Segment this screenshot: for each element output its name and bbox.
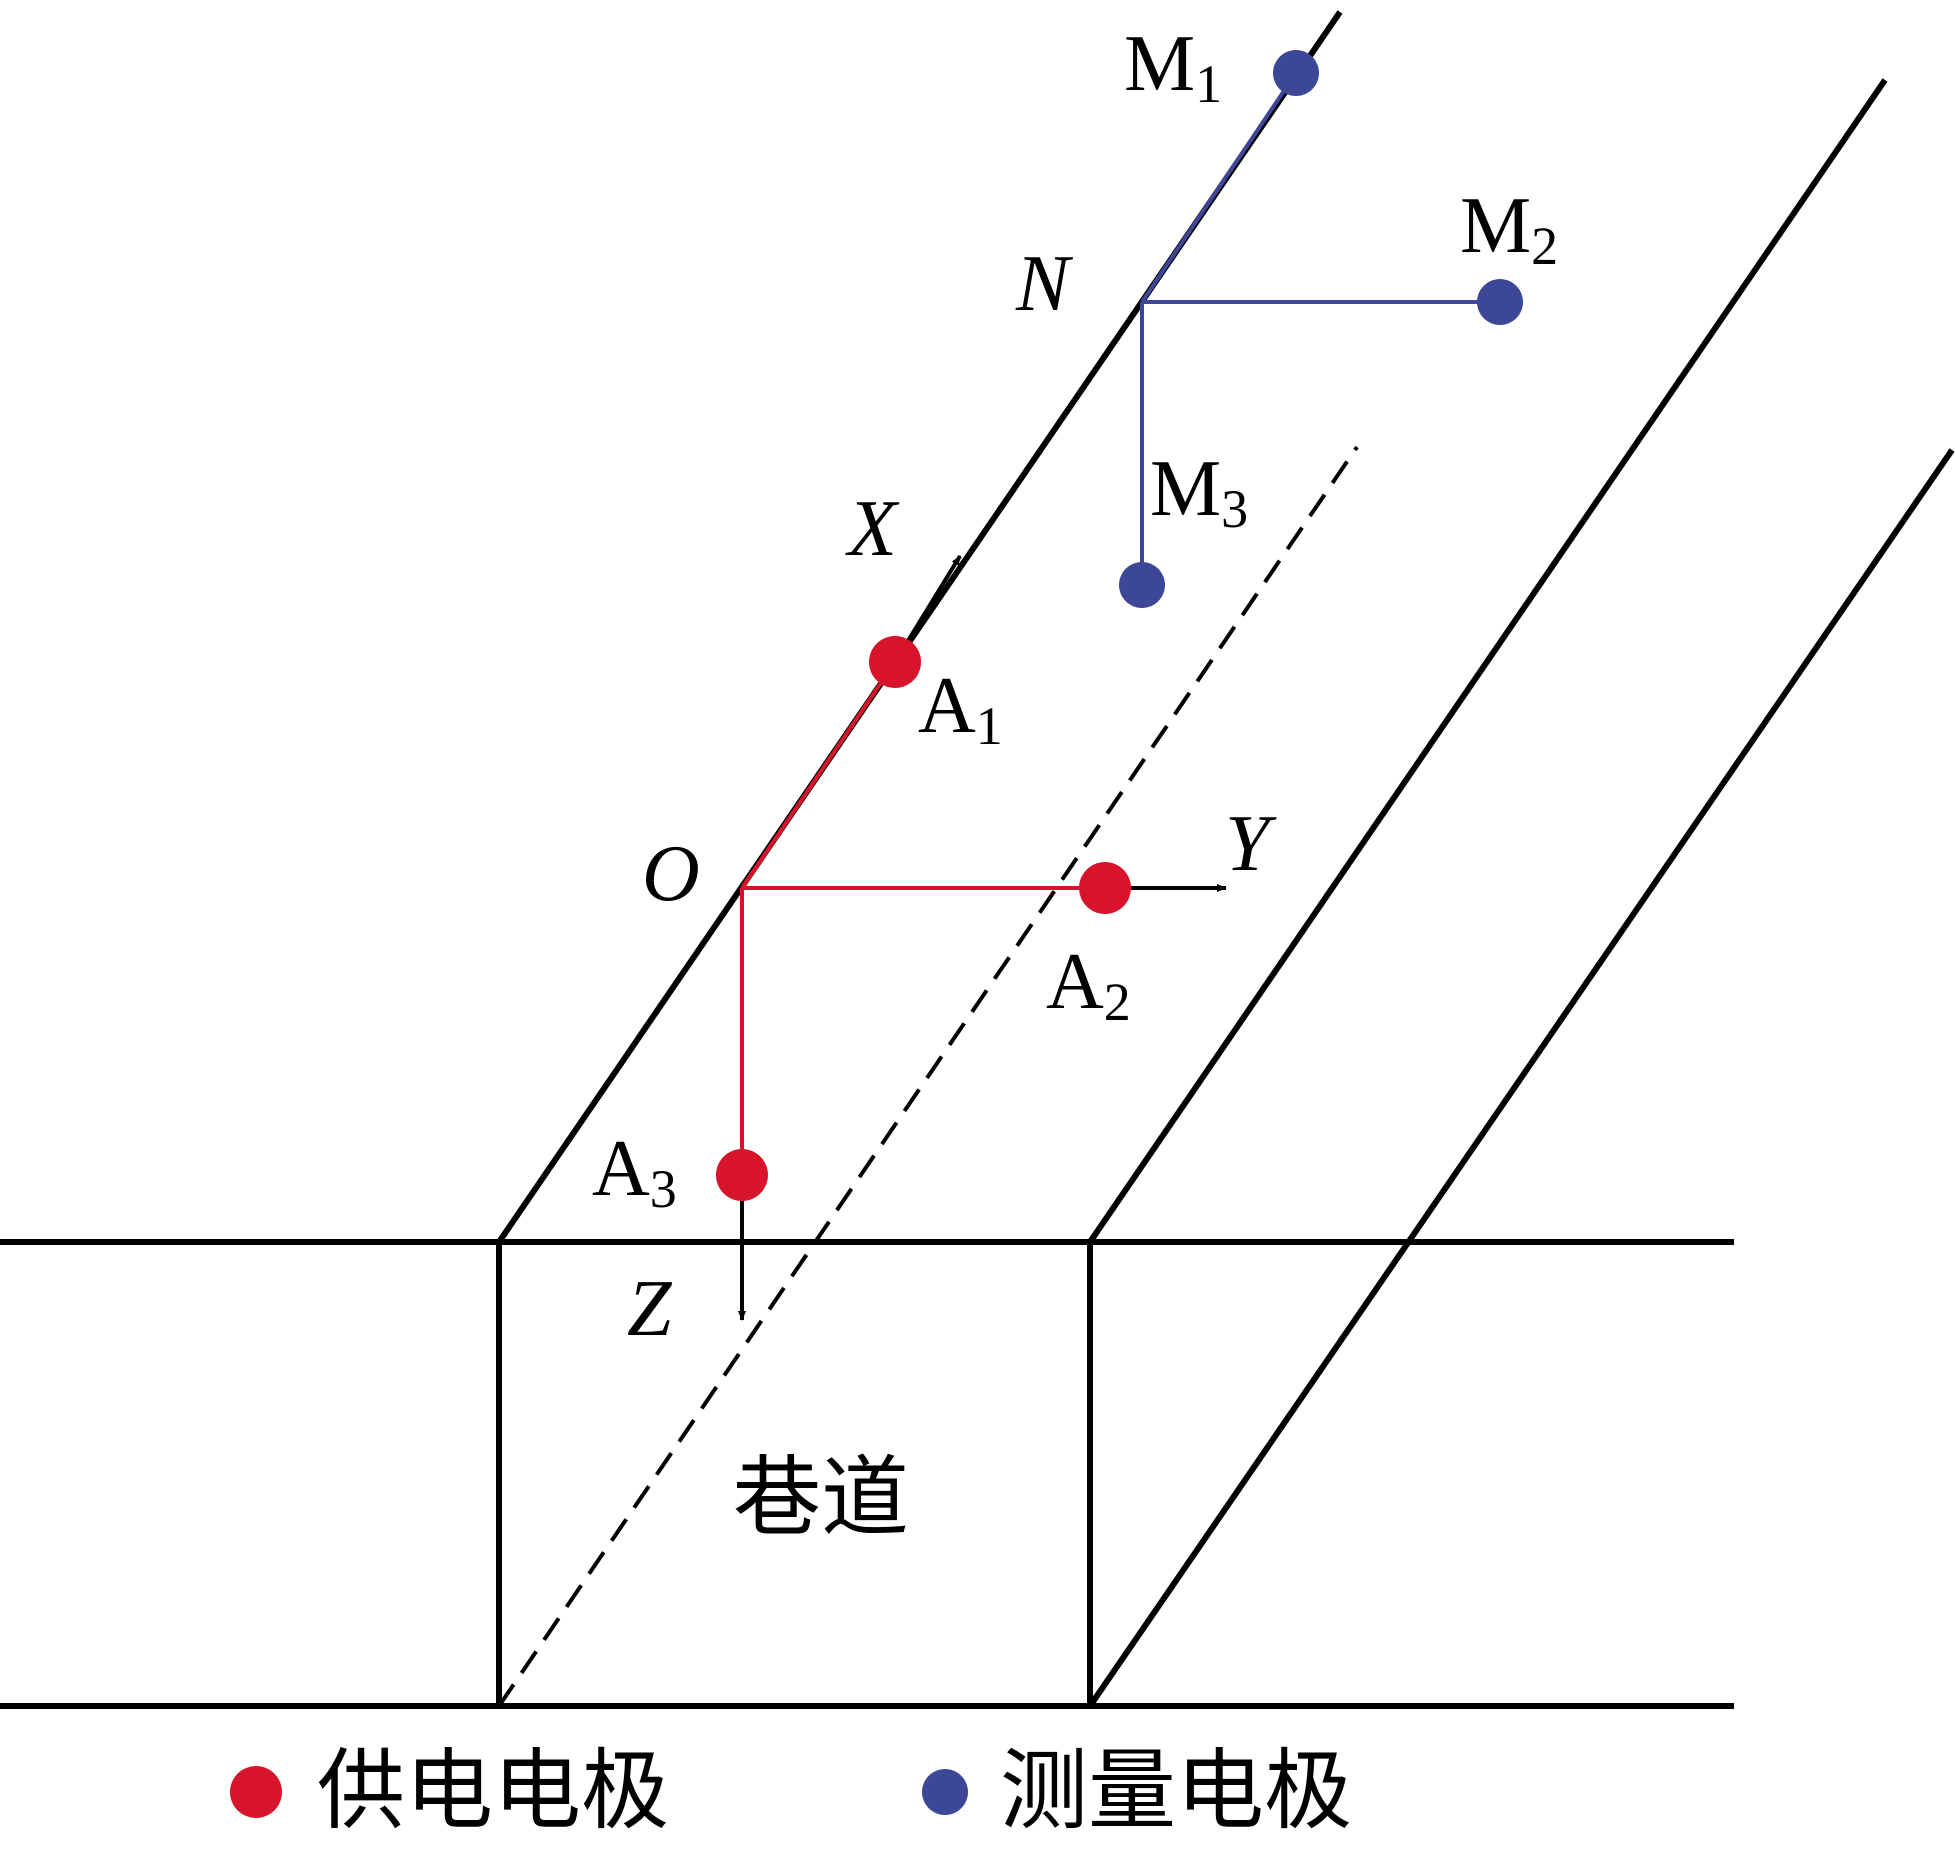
origin-label: O xyxy=(642,830,700,918)
y-axis-label: Y xyxy=(1225,800,1277,888)
measure-line-x xyxy=(1140,71,1298,304)
supply-electrode-a2 xyxy=(1079,862,1131,914)
m1-letter: M xyxy=(1124,20,1195,108)
a1-label: A1 xyxy=(918,662,1003,756)
a2-subscript: 2 xyxy=(1104,972,1131,1032)
m3-label: M3 xyxy=(1150,445,1248,539)
a3-letter: A xyxy=(592,1125,650,1213)
m2-letter: M xyxy=(1460,182,1531,270)
supply-array xyxy=(740,660,1105,1175)
legend-supply-label: 供电电极 xyxy=(317,1739,669,1842)
measure-electrode-m2 xyxy=(1477,279,1523,325)
axis-arrows xyxy=(738,554,1227,1321)
supply-line-x xyxy=(740,660,897,890)
m3-subscript: 3 xyxy=(1221,479,1248,539)
x-axis-label: X xyxy=(845,485,900,573)
tunnel-label: 巷道 xyxy=(733,1446,909,1549)
measure-array xyxy=(1140,71,1500,585)
a3-subscript: 3 xyxy=(650,1159,677,1219)
legend-measure-label: 测量电极 xyxy=(1000,1739,1352,1842)
tunnel-floor-edge xyxy=(1087,448,1955,1708)
measure-electrode-m3 xyxy=(1119,562,1165,608)
legend: 供电电极 测量电极 xyxy=(230,1739,1352,1842)
a3-label: A3 xyxy=(592,1125,677,1219)
a2-label: A2 xyxy=(1046,938,1131,1032)
supply-electrode-a1 xyxy=(869,636,921,688)
legend-measure-marker xyxy=(922,1769,968,1815)
m1-subscript: 1 xyxy=(1195,54,1222,114)
a1-letter: A xyxy=(918,662,976,750)
tunnel-structure xyxy=(0,10,1955,1709)
measure-electrode-m1 xyxy=(1273,50,1319,96)
tunnel-hidden-edge xyxy=(497,445,1359,1708)
m3-letter: M xyxy=(1150,445,1221,533)
m2-label: M2 xyxy=(1460,182,1558,276)
tunnel-right-ridge xyxy=(1087,78,1888,1244)
a1-subscript: 1 xyxy=(976,696,1003,756)
legend-supply-marker xyxy=(230,1766,282,1818)
z-axis-label: Z xyxy=(627,1265,673,1353)
m1-label: M1 xyxy=(1124,20,1222,114)
a2-letter: A xyxy=(1046,938,1104,1026)
supply-electrode-a3 xyxy=(716,1149,768,1201)
n-point-label: N xyxy=(1015,240,1074,328)
m2-subscript: 2 xyxy=(1531,216,1558,276)
